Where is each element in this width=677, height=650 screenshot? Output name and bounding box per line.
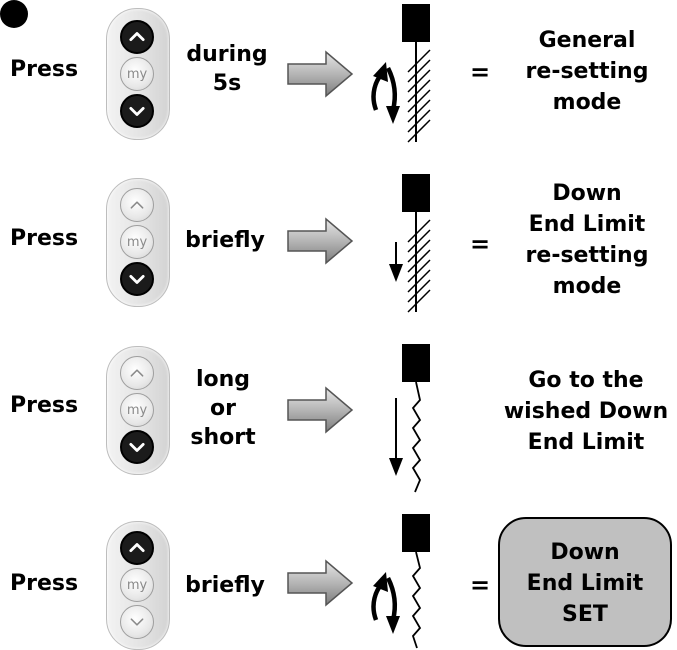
duration-line: briefly [185, 573, 265, 598]
my-button[interactable]: my [120, 57, 154, 91]
down-button[interactable] [120, 94, 154, 128]
chevron-up-icon [129, 32, 145, 42]
right-arrow-icon [287, 559, 354, 607]
motor-blade [389, 344, 430, 493]
up-button[interactable] [120, 20, 154, 54]
result-line: SET [562, 602, 608, 627]
chevron-up-icon [129, 543, 145, 553]
duration-text: briefly [180, 226, 270, 255]
down-button[interactable] [120, 262, 154, 296]
press-label: Press [10, 571, 79, 596]
duration-line: 5s [212, 71, 242, 96]
chevron-down-icon [130, 618, 144, 626]
result-line: End Limit [528, 212, 646, 237]
motor-icon [402, 174, 430, 212]
equals-sign: = [470, 230, 491, 258]
result-text: Down End Limit re-setting mode [502, 178, 672, 302]
chevron-up-icon [130, 201, 144, 209]
my-button[interactable]: my [120, 393, 154, 427]
duration-line: or [210, 396, 236, 421]
chevron-down-icon [129, 274, 145, 284]
result-text: Down End Limit SET [500, 537, 670, 630]
right-arrow-icon [287, 386, 354, 434]
remote-control: my [106, 178, 170, 307]
my-button[interactable]: my [120, 568, 154, 602]
result-line: mode [552, 274, 622, 299]
my-label: my [126, 402, 148, 418]
motor-icon [402, 4, 430, 42]
press-label: Press [10, 226, 79, 251]
duration-text: briefly [180, 571, 270, 600]
duration-line: short [190, 425, 256, 450]
result-line: re-setting [525, 243, 649, 268]
remote-control: my [106, 346, 170, 475]
duration-line: during [186, 42, 268, 67]
result-line: Go to the [528, 368, 644, 393]
result-line: mode [552, 90, 622, 115]
up-button[interactable] [120, 531, 154, 565]
equals-sign: = [470, 571, 491, 599]
duration-text: long or short [178, 365, 268, 452]
result-line: Down [552, 181, 622, 206]
duration-line: long [195, 367, 251, 392]
result-box: Down End Limit SET [498, 517, 672, 647]
result-line: wished Down [503, 399, 669, 424]
remote-control: my [106, 8, 170, 140]
down-button[interactable] [120, 430, 154, 464]
result-line: Down [550, 540, 620, 565]
chevron-down-icon [129, 442, 145, 452]
right-arrow-icon [287, 217, 354, 265]
my-label: my [126, 234, 148, 250]
step-number-badge [0, 0, 28, 28]
motor-icon [402, 344, 430, 382]
result-line: re-setting [525, 59, 649, 84]
press-label: Press [10, 393, 79, 418]
down-button[interactable] [120, 605, 154, 639]
remote-control: my [106, 521, 170, 650]
motor-blade [371, 4, 431, 143]
up-button[interactable] [120, 356, 154, 390]
motor-icon [402, 514, 430, 552]
equals-sign: = [470, 58, 491, 86]
motor-blade [389, 174, 431, 313]
right-arrow-icon [287, 50, 354, 98]
result-line: End Limit [527, 430, 645, 455]
chevron-up-icon [130, 369, 144, 377]
chevron-down-icon [129, 106, 145, 116]
up-button[interactable] [120, 188, 154, 222]
result-line: End Limit [526, 571, 644, 596]
duration-text: during 5s [182, 40, 272, 98]
motor-blade [371, 514, 430, 649]
my-label: my [126, 66, 148, 82]
result-line: General [538, 28, 636, 53]
my-label: my [126, 577, 148, 593]
my-button[interactable]: my [120, 225, 154, 259]
result-text: Go to the wished Down End Limit [495, 365, 677, 458]
result-text: General re-setting mode [502, 25, 672, 118]
duration-line: briefly [185, 228, 265, 253]
press-label: Press [10, 57, 79, 82]
